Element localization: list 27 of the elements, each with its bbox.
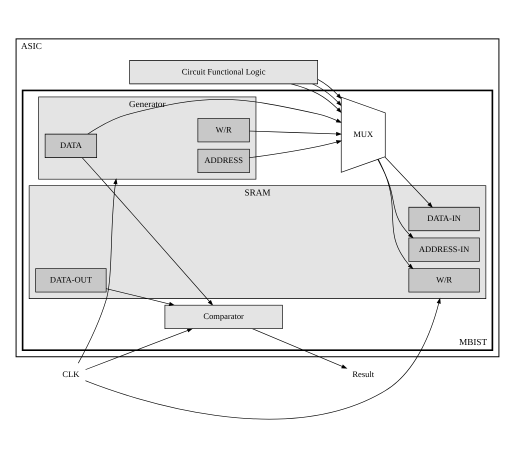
- arrow: [312, 83, 342, 106]
- node-box: Circuit Functional Logic: [129, 60, 318, 84]
- node-box: ADDRESS: [198, 148, 250, 172]
- node-text: CLK: [62, 368, 80, 379]
- arrow: [249, 130, 342, 136]
- node-box: MUX: [340, 96, 386, 172]
- node-box: W/R: [198, 118, 250, 142]
- arrow: [78, 178, 118, 363]
- node-text: Result: [352, 368, 374, 379]
- arrow: [106, 288, 176, 306]
- node-box: DATA: [44, 133, 98, 158]
- arrow: [377, 158, 414, 238]
- arrow: [290, 83, 342, 113]
- node-box: W/R: [408, 268, 480, 292]
- arrow: [85, 297, 441, 419]
- arrow: [378, 158, 414, 269]
- arrow: [87, 98, 342, 134]
- arrow: [85, 328, 194, 370]
- arrow: [82, 156, 214, 306]
- node-box: Comparator: [164, 304, 283, 328]
- node-box: ADDRESS-IN: [408, 237, 480, 262]
- arrow: [318, 78, 342, 99]
- arrow: [252, 328, 348, 368]
- node-box: DATA-OUT: [35, 268, 106, 292]
- arrow: [384, 156, 433, 208]
- arrow: [249, 140, 342, 158]
- node-box: DATA-IN: [408, 206, 480, 231]
